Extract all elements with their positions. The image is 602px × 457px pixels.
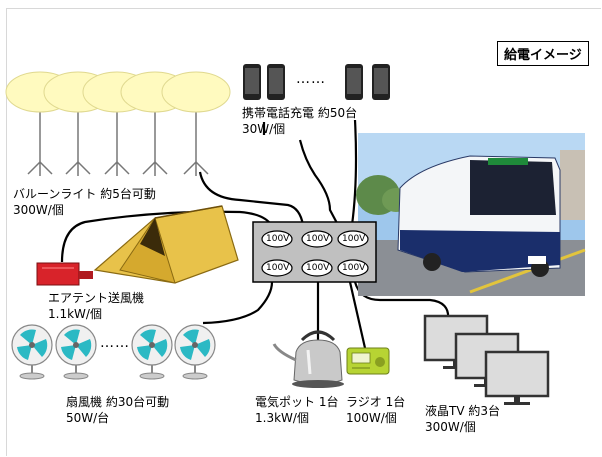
monitor-icon xyxy=(484,350,550,405)
tv-power: 300W/個 xyxy=(425,420,476,434)
outlet-label: 100V xyxy=(266,234,290,244)
fan-icon xyxy=(11,324,53,380)
phone-ellipsis: …… xyxy=(296,71,326,87)
cable-phone-c xyxy=(350,119,358,226)
outlet-label: 100V xyxy=(266,263,290,273)
balloon-power: 300W/個 xyxy=(13,203,64,217)
outlet-label: 100V xyxy=(342,234,366,244)
fan-group xyxy=(11,324,216,380)
phone-power: 30W/個 xyxy=(242,122,286,136)
smartphone-icon xyxy=(345,64,363,100)
pot-name: 電気ポット 1台 xyxy=(255,395,339,409)
outlet-label: 100V xyxy=(342,263,366,273)
kettle-icon xyxy=(272,330,344,388)
cable-fan xyxy=(202,281,274,325)
frame xyxy=(6,8,601,456)
cable-blower xyxy=(60,210,273,263)
tent-power: 1.1kW/個 xyxy=(48,307,102,321)
smartphone-icon xyxy=(243,64,261,100)
smartphone-icon xyxy=(372,64,390,100)
balloon-name: バルーンライト 約5台可動 xyxy=(13,187,156,201)
radio-icon xyxy=(346,347,390,375)
fuel-cell-bus-photo xyxy=(356,133,586,296)
power-outlet-icon xyxy=(252,221,377,283)
pot-power: 1.3kW/個 xyxy=(255,411,309,425)
radio-name: ラジオ 1台 xyxy=(346,395,406,409)
fan-icon xyxy=(131,324,173,380)
balloon-light-group xyxy=(5,71,231,176)
balloon-light-icon xyxy=(161,71,231,176)
fan-icon xyxy=(174,324,216,380)
phone-group xyxy=(243,64,390,100)
radio-power: 100W/個 xyxy=(346,411,397,425)
outlet-label: 100V xyxy=(306,234,330,244)
phone-name: 携帯電話充電 約50台 xyxy=(242,106,358,120)
cable-radio xyxy=(348,281,367,349)
outlet-label: 100V xyxy=(306,263,330,273)
fan-power: 50W/台 xyxy=(66,411,110,425)
tv-name: 液晶TV 約3台 xyxy=(425,404,500,418)
fan-name: 扇風機 約30台可動 xyxy=(66,395,170,409)
blower-icon xyxy=(36,262,93,286)
cable-balloon xyxy=(198,171,305,226)
fan-ellipsis: …… xyxy=(100,335,130,351)
cable-phone-b xyxy=(298,139,339,226)
tent-icon xyxy=(93,205,239,284)
tent-name: エアテント送風機 xyxy=(48,291,145,305)
diagram-title: 給電イメージ xyxy=(497,41,589,66)
smartphone-icon xyxy=(267,64,285,100)
monitor-group xyxy=(423,314,550,405)
fan-icon xyxy=(55,324,97,380)
